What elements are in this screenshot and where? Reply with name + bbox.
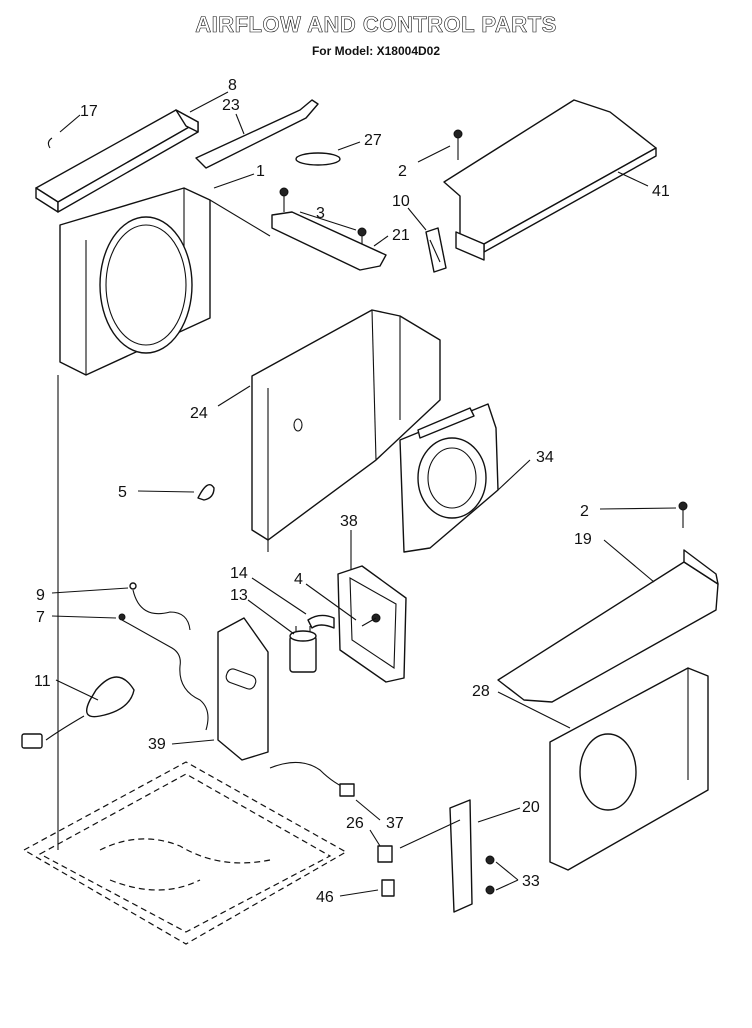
part-8-top-bracket: [35, 109, 199, 213]
callout-1: 1: [256, 163, 265, 180]
part-4-screw: [361, 613, 381, 627]
part-26-switch: [377, 845, 393, 863]
callout-2-top: 2: [398, 163, 407, 180]
callout-14: 14: [230, 565, 248, 582]
callout-7: 7: [36, 609, 45, 626]
part-wiring-harness: [21, 582, 209, 749]
part-20-bracket: [399, 799, 473, 913]
callout-13: 13: [230, 587, 248, 604]
callout-8: 8: [228, 77, 237, 94]
part-37-harness: [269, 761, 355, 797]
callout-9: 9: [36, 587, 45, 604]
callout-37: 37: [386, 815, 404, 832]
part-21-bracket: [271, 211, 387, 271]
part-23-strip: [195, 99, 319, 169]
part-38-control-bracket: [337, 565, 407, 683]
part-10-filter: [425, 227, 447, 273]
callout-26: 26: [346, 815, 364, 832]
part-24-housing: [251, 309, 441, 552]
part-39-control-panel: [217, 617, 269, 761]
base-pan: [22, 761, 348, 945]
part-19-side-panel: [497, 501, 719, 703]
callout-27: 27: [364, 132, 382, 149]
callout-3: 3: [316, 205, 325, 222]
part-33-screws: [485, 855, 495, 895]
part-2-screw-top: [453, 129, 463, 160]
callout-33: 33: [522, 873, 540, 890]
part-17-clip: [47, 137, 53, 149]
callout-17: 17: [80, 103, 98, 120]
part-41-top-cover: [443, 99, 657, 261]
callout-11: 11: [34, 673, 51, 690]
part-46-switch: [381, 879, 395, 897]
callout-39: 39: [148, 736, 166, 753]
page-title: AIRFLOW AND CONTROL PARTS: [195, 12, 557, 38]
part-13-capacitor: [289, 626, 317, 673]
part-28-rear-panel: [549, 667, 709, 871]
part-3-screws: [279, 187, 367, 248]
part-1-shroud: [59, 187, 271, 376]
callout-24: 24: [190, 405, 208, 422]
callout-labels: 17 8 23 1 27 2 3 21 10 41 24 5 34 38 2 1…: [34, 77, 670, 906]
callout-21: 21: [392, 227, 410, 244]
part-5-clip: [197, 484, 215, 501]
callout-2-side: 2: [580, 503, 589, 520]
callout-23: 23: [222, 97, 240, 114]
callout-38: 38: [340, 513, 358, 530]
callout-34: 34: [536, 449, 554, 466]
leader-lines: [51, 91, 677, 897]
model-subtitle: For Model: X18004D02: [311, 44, 441, 58]
callout-19: 19: [574, 531, 592, 548]
callout-4: 4: [294, 571, 303, 588]
callout-46: 46: [316, 889, 334, 906]
part-27-gasket: [295, 152, 341, 166]
part-14-clamp: [307, 614, 335, 629]
callout-20: 20: [522, 799, 540, 816]
callout-5: 5: [118, 484, 127, 501]
callout-10: 10: [392, 193, 410, 210]
part-34-scroll: [399, 403, 499, 553]
callout-41: 41: [652, 183, 670, 200]
callout-28: 28: [472, 683, 490, 700]
